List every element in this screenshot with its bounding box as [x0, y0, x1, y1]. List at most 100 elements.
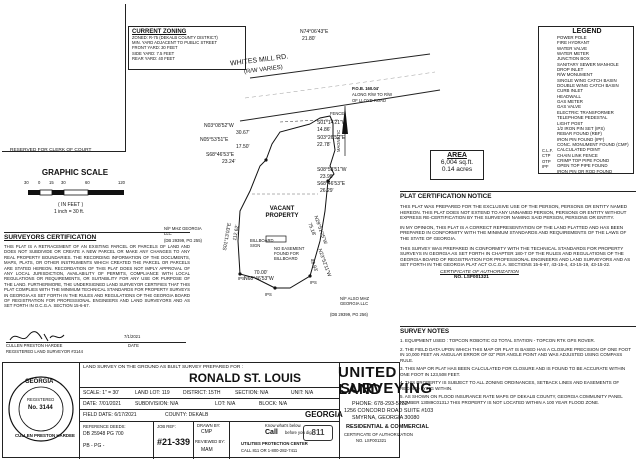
no-easement-label: NO EASEMENT FOUND FOR BILLBOARD: [274, 246, 305, 262]
zoning-line: ZONED: R-75 (DEKALB COUNTY DISTRICT): [132, 35, 218, 40]
legend-code: CTP: [542, 153, 551, 159]
seal-name: CULLEN PRESTON HARDEE: [15, 433, 75, 438]
legend-item: TELEPHONE PEDESTAL: [557, 115, 608, 121]
call-bearing: S68°46'53"E: [206, 152, 235, 158]
scale-tick: 15: [49, 180, 54, 185]
scale-tick: 30: [24, 180, 29, 185]
company-address-1: 1256 CONCORD ROAD SUITE #103: [344, 408, 434, 414]
land-lot-field: LAND LOT: 119: [135, 390, 170, 396]
owner-right: N/F ALSO MHZ GEORGIA LLC: [340, 296, 370, 307]
graphic-scale-title: GRAPHIC SCALE: [41, 168, 109, 177]
zoning-line: SIDE YARD: 7.5 FEET: [132, 50, 175, 56]
survey-note: 4. THIS PROPERTY IS SUBJECT TO ALL ZONIN…: [400, 380, 620, 391]
vacant-label: VACANT PROPERTY: [265, 206, 299, 219]
clerk-reserved-area: [2, 4, 126, 152]
call-bearing: S08°53'51"W: [317, 167, 347, 173]
zoning-title: CURRENT ZONING: [132, 29, 187, 35]
owner-left: N/F MHZ GEORGIA LLC: [164, 226, 202, 237]
call-distance: 17.50': [236, 144, 250, 150]
bottom-distance: 70.00': [254, 270, 268, 276]
legend-item: R/W MONUMENT: [557, 72, 593, 78]
surveyors-certification: SURVEYORS CERTIFICATION THIS PLAT IS A R…: [4, 232, 190, 358]
top-distance: 21.80': [302, 36, 316, 42]
surveyor-registration: REGISTERED LAND SURVEYOR #3144: [6, 349, 83, 354]
legend-item: POWER POLE: [557, 35, 587, 40]
legend-item: FIRE HYDRANT: [557, 40, 590, 46]
section-field: SECTION: N/A: [235, 390, 269, 396]
call-title: Know what's below.: [265, 423, 302, 428]
legend-item: REBAR FOUND (RBF): [557, 131, 602, 137]
area-sqft: 6,004 sq.ft.: [440, 159, 474, 166]
legend-item: CONC. MONUMENT FOUND (CMF): [557, 141, 629, 147]
area-title: AREA: [447, 152, 467, 159]
surveyor-date: 7/1/2021: [124, 334, 141, 339]
legend-item: CRIMP TOP PIPE FOUND: [557, 157, 610, 163]
graphic-scale: GRAPHIC SCALE 30 0 15 30 60 120 ( IN FEE…: [20, 168, 130, 220]
company-phone: PHONE: 678-293-5232: [352, 401, 408, 407]
job-ref-label: JOB REF:: [157, 424, 176, 429]
drawn-by-label: DRAWN BY:: [197, 423, 221, 428]
legend-item: SINGLE WING CATCH BASIN: [557, 77, 617, 83]
county-field: COUNTY: DEKALB: [165, 412, 209, 418]
prepared-for-label: LAND SURVEY ON THE GROUND AS BUILT SURVE…: [83, 365, 244, 370]
legend-item: GAS METER: [557, 99, 583, 105]
pob-label: P.O.B. 160.04': [352, 86, 379, 91]
seal-registered: REGISTERED: [27, 397, 55, 402]
legend-item: JUNCTION BOX: [557, 56, 590, 62]
surveyors-cert-title: SURVEYORS CERTIFICATION: [4, 234, 97, 241]
call-distance: 14.86': [317, 127, 331, 133]
subdivision-field: SUBDIVISION: N/A: [135, 401, 179, 407]
company-cert-no: NO. LSF001321: [356, 438, 387, 443]
call-distance: 22.78': [317, 142, 331, 148]
client-name: RONALD ST. LOUIS: [189, 371, 302, 385]
company-cert: CERTIFICATE OF AUTHORIZATION: [344, 432, 413, 437]
legend-item: SANITARY SEWER MANHOLE: [557, 61, 619, 67]
call-distance: 26.29': [320, 188, 334, 194]
call-bearing: S03°26'52"E: [317, 135, 346, 141]
scale-field: SCALE: 1" = 30': [83, 390, 119, 396]
plat-cert-p1: THIS PLAT WAS PREPARED FOR THE EXCLUSIVE…: [400, 204, 628, 221]
survey-note: 3. THIS MAP OR PLAT HAS BEEN CALCULATED …: [400, 366, 626, 377]
seal-reg-no: No. 3144: [28, 405, 53, 411]
reference-deeds-value: DB 25948 PG 700: [83, 431, 124, 437]
legend-item: IRON PIN FOUND (IPF): [557, 136, 605, 142]
reviewed-by-label: REVIEWED BY:: [195, 439, 226, 444]
job-ref-value: #21-339: [157, 437, 191, 447]
ips-label: IPS: [238, 276, 245, 281]
scale-tick: 30: [61, 180, 66, 185]
lot-field: LOT: N/A: [215, 401, 236, 407]
legend-code: C.L.F.: [542, 148, 553, 153]
owner-right-deed: (DB 29399, PG 256): [330, 312, 368, 317]
scale-unit: ( IN FEET ): [58, 202, 84, 208]
pob-label-3: OF LLOYD ROAD: [352, 98, 386, 103]
surveyor-name: CULLEN PRESTON HARDEE: [6, 343, 63, 348]
bottom-bearing: N68°46'53"W: [244, 276, 274, 282]
scale-bar: [28, 189, 124, 196]
call-811-badge: 811: [303, 425, 333, 441]
area-acres: 0.14 acres: [441, 166, 473, 173]
legend-item: WATER METER: [557, 51, 589, 57]
survey-notes: SURVEY NOTES 1. EQUIPMENT USED : TOPCON …: [400, 326, 636, 436]
plat-cert-auth-no: NO. LSF001321: [454, 275, 489, 281]
scale-tick: 120: [118, 180, 125, 185]
plat-book-field: PB - PG -: [83, 443, 105, 449]
reviewed-by-value: MAM: [201, 447, 213, 453]
legend-item: CURB INLET: [557, 88, 584, 94]
plat-cert-title: PLAT CERTIFICATION NOTICE: [400, 193, 492, 200]
legend-item: OPEN TOP PIPE FOUND: [557, 163, 608, 169]
zoning-line: MIN. YARD ADJACENT TO PUBLIC STREET: [132, 40, 218, 46]
call-bearing: N05°53'51"E: [200, 137, 229, 143]
ips-label: IPS: [265, 292, 272, 297]
call-distance: 23.24': [222, 159, 236, 165]
district-field: DISTRICT: 15TH: [183, 390, 221, 396]
company-name-2: SURVEYING: [340, 380, 433, 397]
legend-item: WATER VALVE: [557, 45, 588, 51]
legend-item: CHAIN LINK FENCE: [557, 152, 598, 158]
block-field: BLOCK: N/A: [259, 401, 288, 407]
legend-item: IRON PIN OR ROD FOUND: [557, 168, 613, 174]
plat-cert-p2: IN MY OPINION, THIS PLAT IS A CORRECT RE…: [400, 224, 627, 241]
legend-item: HEADWALL: [557, 93, 581, 99]
billboard-label: BILLBOARD SIGN: [250, 238, 274, 249]
